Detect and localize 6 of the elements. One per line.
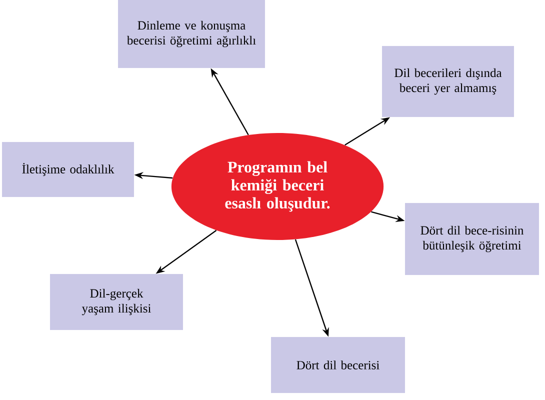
concept-box: Dil becerileri dışında beceri yer almamış: [382, 46, 514, 117]
concept-box: Dinleme ve konuşma becerisi öğretimi ağırlıklı: [118, 0, 265, 68]
concept-box: Dört dil becerisi: [271, 337, 405, 393]
concept-box: Dört dil bece-risinin bütünleşik öğretimi: [405, 203, 539, 275]
concept-box: İletişime odaklılık: [2, 142, 134, 197]
concept-box: Dil-gerçek yaşam ilişkisi: [50, 274, 183, 330]
